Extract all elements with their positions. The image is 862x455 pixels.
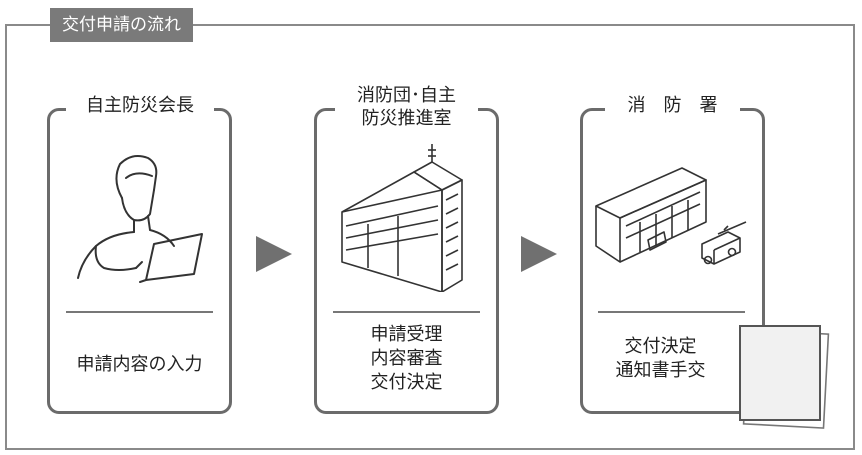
- flow-frame: [5, 24, 855, 450]
- step-label-line: 消防団･自主: [357, 85, 456, 106]
- step-card-applicant: [47, 108, 232, 414]
- step-text-line: 交付決定: [624, 336, 697, 357]
- step-text-office: 申請受理 内容審査 交付決定: [317, 323, 496, 395]
- step-text-line: 内容審査: [370, 348, 443, 369]
- step-label-line: 防災推進室: [361, 108, 452, 129]
- flow-title: 交付申請の流れ: [50, 8, 193, 42]
- document-sheets-icon: [739, 325, 830, 429]
- step-text-applicant: 申請内容の入力: [50, 353, 229, 377]
- step-label-line: 自主防災会長: [86, 95, 194, 116]
- step-label-applicant: 自主防災会長: [66, 94, 214, 117]
- step-text-line: 通知書手交: [615, 360, 706, 381]
- step-text-line: 申請内容の入力: [76, 354, 203, 375]
- step-label-office: 消防団･自主 防災推進室: [335, 84, 478, 130]
- step-divider: [66, 311, 213, 313]
- step-card-fire-station: [580, 108, 765, 414]
- step-label-line: 消 防 署: [627, 95, 718, 116]
- step-text-fire-station: 交付決定 通知書手交: [583, 335, 738, 383]
- step-divider: [598, 311, 745, 313]
- person-with-laptop-icon: [77, 155, 203, 283]
- step-text-line: 交付決定: [370, 372, 443, 393]
- step-text-line: 申請受理: [370, 324, 443, 345]
- step-divider: [333, 311, 480, 313]
- play-arrow-icon: [256, 236, 292, 272]
- step-label-fire-station: 消 防 署: [605, 94, 740, 117]
- step-card-office: [314, 108, 499, 414]
- fire-station-icon: [595, 167, 747, 265]
- office-building-icon: [341, 144, 463, 292]
- play-arrow-icon: [521, 236, 557, 272]
